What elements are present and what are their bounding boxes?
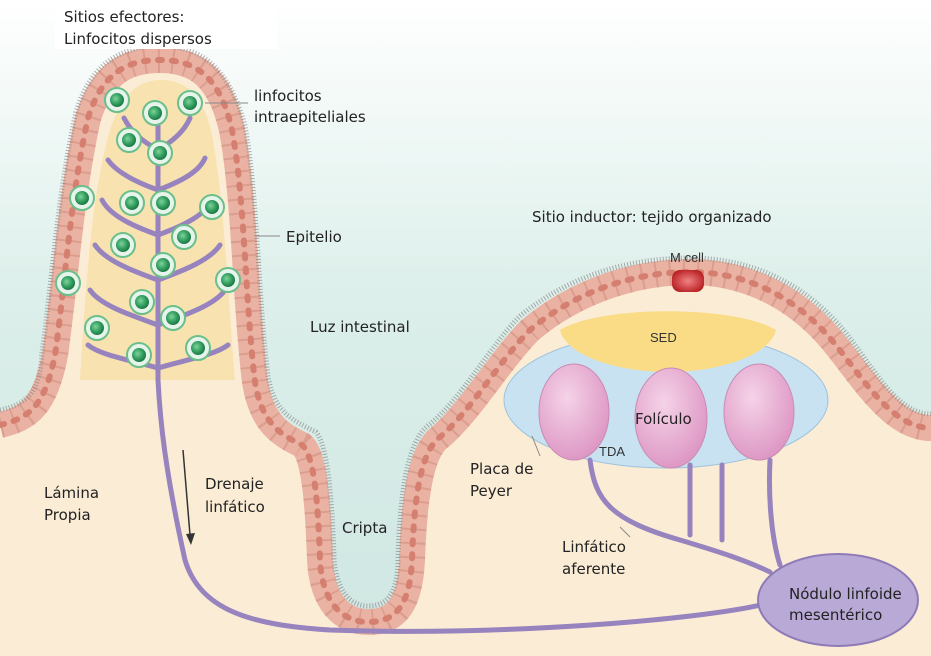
label-afferent-line2: aferente <box>562 560 625 578</box>
label-epithelium: Epitelio <box>286 228 342 246</box>
label-lamina-line1: Lámina <box>44 484 99 502</box>
lymphocyte <box>105 88 129 112</box>
label-crypt: Cripta <box>342 519 387 537</box>
lymphocyte <box>161 306 185 330</box>
lymphocyte <box>56 271 80 295</box>
lymphocyte <box>178 91 202 115</box>
label-drainage-line2: linfático <box>205 498 265 516</box>
label-peyer-line2: Peyer <box>470 482 513 500</box>
label-inductor: Sitio inductor: tejido organizado <box>532 208 772 226</box>
label-m-cell: M cell <box>670 250 704 265</box>
label-node-line1: Nódulo linfoide <box>789 585 902 603</box>
lymphocyte <box>111 233 135 257</box>
lymphocyte <box>151 191 175 215</box>
lymphocyte <box>172 225 196 249</box>
label-peyer-line1: Placa de <box>470 460 533 478</box>
lymphocyte <box>148 141 172 165</box>
lymphocyte <box>151 253 175 277</box>
lymphocyte <box>130 290 154 314</box>
label-effector-line2: Linfocitos dispersos <box>64 30 212 48</box>
follicle-right <box>724 364 794 460</box>
lymphocyte <box>127 343 151 367</box>
m-cell <box>672 270 704 292</box>
label-lumen: Luz intestinal <box>310 318 410 336</box>
label-afferent-line1: Linfático <box>562 538 626 556</box>
label-iel-line2: intraepiteliales <box>254 108 366 126</box>
label-drainage-line1: Drenaje <box>205 475 264 493</box>
lymphocyte <box>117 128 141 152</box>
lymphocyte <box>216 268 240 292</box>
lymphocyte <box>85 316 109 340</box>
label-follicle: Folículo <box>635 410 692 428</box>
label-lamina-line2: Propia <box>44 506 91 524</box>
label-effector-line1: Sitios efectores: <box>64 8 184 26</box>
lymphocyte <box>120 191 144 215</box>
lymphocyte <box>186 336 210 360</box>
lymphocyte <box>200 195 224 219</box>
lymphocyte <box>70 186 94 210</box>
label-tda: TDA <box>599 444 625 459</box>
label-node-line2: mesentérico <box>789 606 882 624</box>
label-iel-line1: linfocitos <box>254 87 322 105</box>
lymphocyte <box>143 101 167 125</box>
label-sed: SED <box>650 330 677 345</box>
